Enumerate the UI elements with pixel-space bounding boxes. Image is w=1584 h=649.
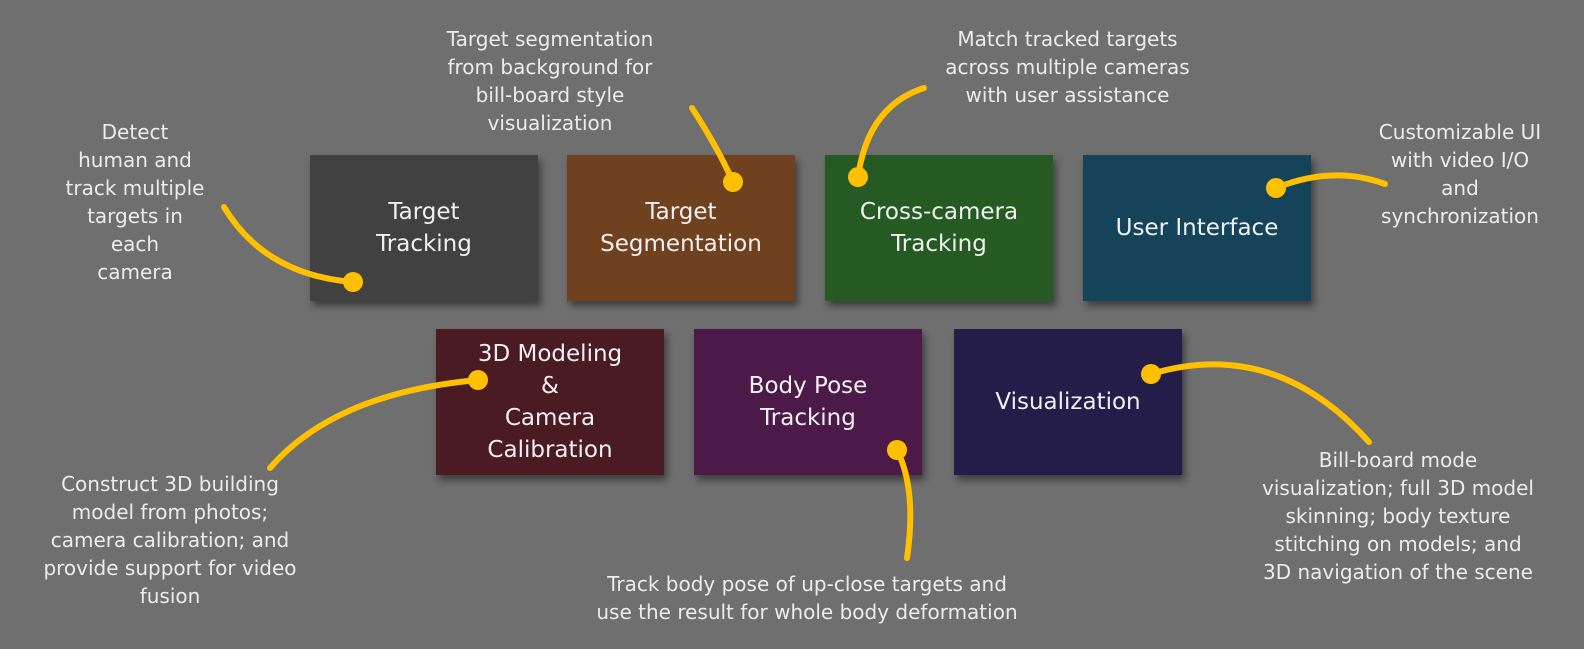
modeling-calibration-box: 3D Modeling & Camera Calibration	[436, 329, 664, 475]
modeling-calibration-note: Construct 3D building model from photos;…	[43, 472, 297, 608]
modeling-calibration-label: 3D Modeling & Camera Calibration	[477, 341, 623, 463]
visualization-box: Visualization	[954, 329, 1182, 475]
body-pose-tracking-note: Track body pose of up-close targets and …	[596, 572, 1018, 624]
user-interface-label: User Interface	[1115, 215, 1279, 241]
visualization-connector	[1148, 361, 1372, 445]
visualization-note: Bill-board mode visualization; full 3D m…	[1262, 448, 1534, 584]
cross-camera-tracking-box: Cross-camera Tracking	[825, 155, 1053, 301]
visualization-label: Visualization	[995, 389, 1141, 415]
cross-camera-tracking-label: Cross-camera Tracking	[859, 199, 1019, 257]
target-segmentation-note: Target segmentation from background for …	[446, 27, 654, 135]
body-pose-tracking-box: Body Pose Tracking	[694, 329, 922, 475]
target-tracking-box: Target Tracking	[310, 155, 538, 301]
user-interface-box: User Interface	[1083, 155, 1311, 301]
body-pose-tracking-label: Body Pose Tracking	[748, 373, 868, 431]
target-tracking-label: Target Tracking	[376, 199, 472, 257]
cross-camera-tracking-note: Match tracked targets across multiple ca…	[945, 27, 1190, 107]
user-interface-note: Customizable UI with video I/O and synch…	[1378, 120, 1542, 228]
target-segmentation-box: Target Segmentation	[567, 155, 795, 301]
target-tracking-note: Detect human and track multiple targets …	[65, 120, 205, 284]
target-segmentation-label: Target Segmentation	[600, 199, 762, 257]
